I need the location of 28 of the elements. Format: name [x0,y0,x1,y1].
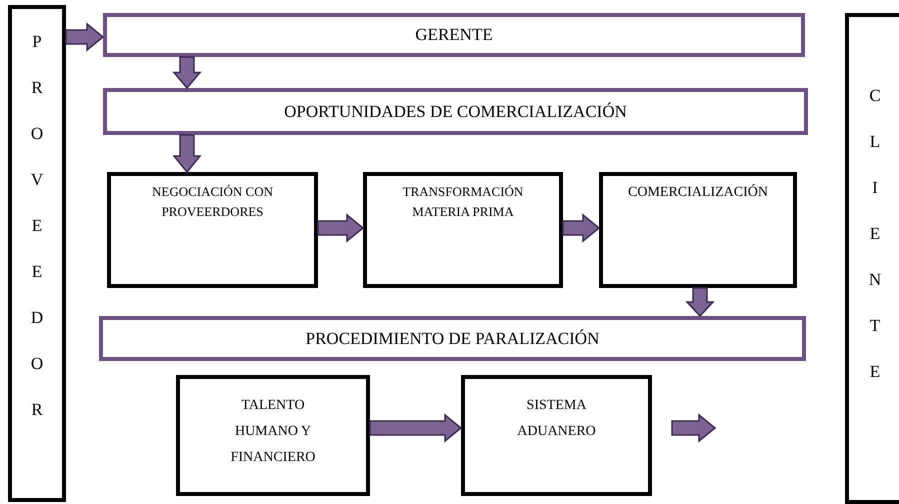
block-arrow [172,134,202,174]
process-box [363,172,563,288]
process-band [103,88,808,135]
block-arrow [562,213,600,243]
process-box [599,172,797,288]
node-label: TALENTO HUMANO Y FINANCIERO [230,397,316,467]
block-arrow [671,413,716,443]
node-label: GERENTE [415,24,493,46]
process-box [107,172,318,288]
node-label: NEGOCIACIÓN CON PROVEERDORES [151,183,274,220]
vertical-label: PROVEEDOR [30,31,44,421]
process-band [103,13,805,57]
process-box [461,375,652,496]
block-arrow [172,56,202,90]
side-panel [845,13,899,504]
side-panel [8,5,66,502]
node-label: OPORTUNIDADES DE COMERCIALIZACIÓN [284,100,627,123]
block-arrow [685,287,715,318]
process-box [176,375,370,496]
block-arrow [317,213,364,243]
node-label: COMERCIALIZACIÓN [627,183,769,202]
process-band [99,316,806,361]
block-arrow [369,413,462,443]
block-arrow [65,22,104,52]
node-label: SISTEMA ADUANERO [516,397,597,441]
node-label: TRANSFORMACIÓN MATERIA PRIMA [402,183,524,220]
vertical-label: CLIENTE [868,85,882,383]
node-label: PROCEDIMIENTO DE PARALIZACIÓN [306,328,600,350]
